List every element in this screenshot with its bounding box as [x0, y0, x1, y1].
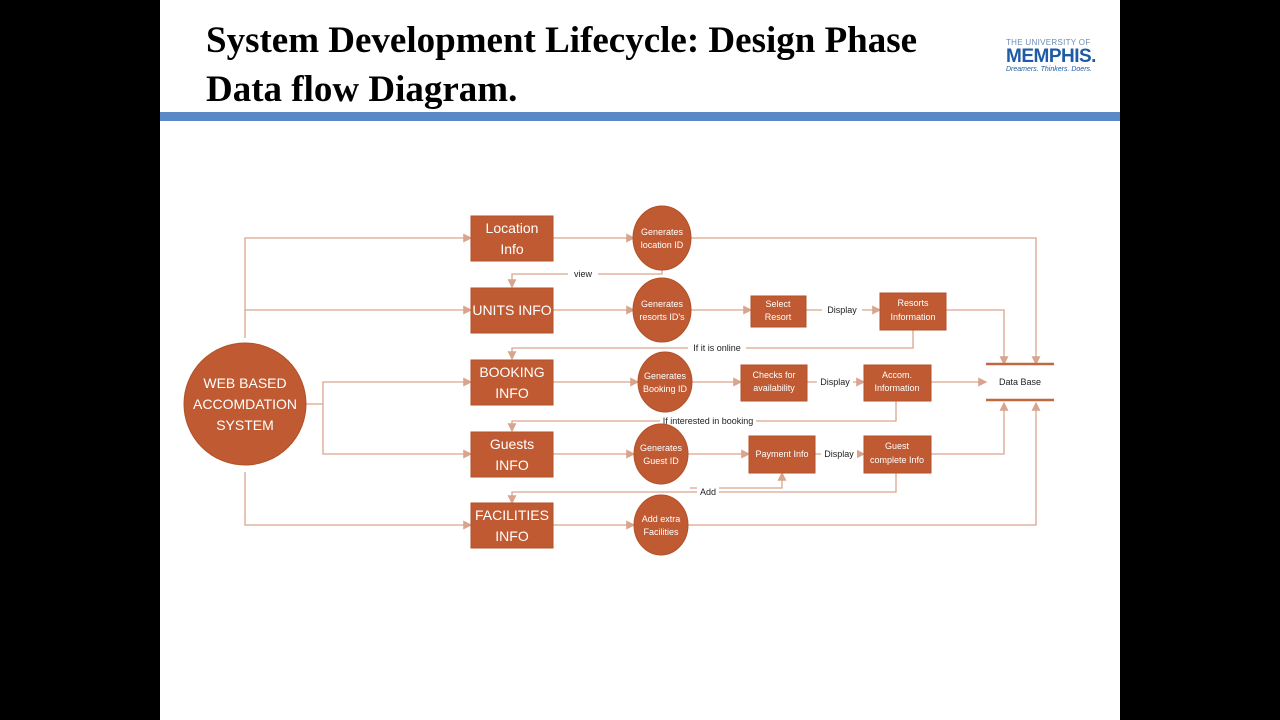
node-payment-info: Payment Info: [748, 435, 816, 474]
gen-resorts-label-2: resorts ID's: [639, 312, 685, 322]
checks-label-2: availability: [753, 383, 795, 393]
gen-booking-label-1: Generates: [644, 371, 687, 381]
system-label-3: SYSTEM: [216, 417, 274, 433]
flow-system-to-guests: [322, 404, 473, 459]
system-node: WEB BASED ACCOMDATION SYSTEM: [183, 342, 307, 466]
process-generate-guest-id: Generates Guest ID: [633, 423, 689, 485]
title-line-1: System Development Lifecycle: Design Pha…: [206, 20, 918, 61]
guest-complete-label-1: Guest: [885, 441, 910, 451]
slide: System Development Lifecycle: Design Pha…: [160, 0, 1120, 720]
flow-addextra-to-db: [688, 401, 1041, 526]
facilities-info-label-2: INFO: [495, 528, 529, 544]
edge-label-display-3: Display: [824, 449, 854, 459]
node-checks-availability: Checks for availability: [740, 364, 808, 402]
accom-label-1: Accom.: [882, 370, 912, 380]
gen-booking-label-2: Booking ID: [643, 384, 688, 394]
flow-system-to-facilities: [244, 472, 473, 530]
guests-info-label-1: Guests: [490, 436, 534, 452]
resorts-info-label-1: Resorts: [897, 298, 929, 308]
process-generate-location-id: Generates location ID: [632, 205, 692, 271]
edge-label-if-online: If it is online: [693, 343, 741, 353]
flow-lines: [244, 233, 1041, 530]
logo-tagline: Dreamers. Thinkers. Doers.: [1006, 66, 1092, 73]
units-info-label: UNITS INFO: [472, 302, 551, 318]
node-booking-info: BOOKING INFO: [470, 359, 554, 406]
booking-info-label-2: INFO: [495, 385, 529, 401]
accom-label-2: Information: [874, 383, 919, 393]
flow-system-to-location: [244, 233, 473, 338]
add-facilities-label-1: Add extra: [642, 514, 681, 524]
database-label: Data Base: [999, 377, 1041, 387]
node-guests-info: Guests INFO: [470, 431, 554, 478]
edge-labels: view Display If it is online Display If …: [568, 267, 862, 498]
process-generate-booking-id: Generates Booking ID: [637, 351, 693, 413]
edge-label-if-interested: If interested in booking: [663, 416, 754, 426]
node-select-resort: Select Resort: [750, 295, 807, 328]
location-info-label-2: Info: [500, 241, 524, 257]
edge-label-add: Add: [700, 487, 716, 497]
edge-label-view: view: [574, 269, 593, 279]
gen-location-label-2: location ID: [641, 240, 684, 250]
node-resorts-information: Resorts Information: [879, 292, 947, 331]
gen-guest-label-2: Guest ID: [643, 456, 679, 466]
guests-info-label-2: INFO: [495, 457, 529, 473]
university-logo: THE UNIVERSITY OF MEMPHIS. Dreamers. Thi…: [1006, 38, 1106, 73]
process-add-extra-facilities: Add extra Facilities: [633, 494, 689, 556]
checks-label-1: Checks for: [752, 370, 795, 380]
flow-guestcomplete-to-db: [931, 401, 1009, 455]
title-divider-bar: [160, 112, 1120, 121]
slide-title: System Development Lifecycle: Design Pha…: [206, 16, 917, 114]
edge-label-display-2: Display: [820, 377, 850, 387]
select-resort-label-2: Resort: [765, 312, 792, 322]
title-line-2: Data flow Diagram.: [206, 69, 518, 110]
gen-guest-label-1: Generates: [640, 443, 683, 453]
system-label-1: WEB BASED: [203, 375, 286, 391]
node-location-info: Location Info: [470, 215, 554, 262]
gen-location-label-1: Generates: [641, 227, 684, 237]
payment-info-label: Payment Info: [755, 449, 808, 459]
location-info-label-1: Location: [486, 220, 539, 236]
add-facilities-label-2: Facilities: [643, 527, 679, 537]
flow-resortsinfo-to-db: [946, 309, 1009, 366]
node-units-info: UNITS INFO: [470, 287, 554, 334]
node-facilities-info: FACILITIES INFO: [470, 502, 554, 549]
booking-info-label-1: BOOKING: [479, 364, 544, 380]
flow-genlocation-to-db: [691, 237, 1041, 366]
logo-line-1: THE UNIVERSITY OF: [1006, 38, 1091, 47]
process-generate-resorts-id: Generates resorts ID's: [632, 277, 692, 343]
logo-wordmark: MEMPHIS.: [1006, 46, 1096, 67]
edge-label-display-1: Display: [827, 305, 857, 315]
guest-complete-label-2: complete Info: [870, 455, 924, 465]
select-resort-label-1: Select: [765, 299, 791, 309]
system-label-2: ACCOMDATION: [193, 396, 297, 412]
resorts-info-label-2: Information: [890, 312, 935, 322]
data-store-database: Data Base: [986, 362, 1054, 402]
flow-add-to-payment: [690, 471, 787, 489]
gen-resorts-label-1: Generates: [641, 299, 684, 309]
node-guest-complete-info: Guest complete Info: [863, 435, 932, 474]
flow-system-branch: [306, 377, 473, 405]
facilities-info-label-1: FACILITIES: [475, 507, 549, 523]
node-accom-information: Accom. Information: [863, 364, 932, 402]
